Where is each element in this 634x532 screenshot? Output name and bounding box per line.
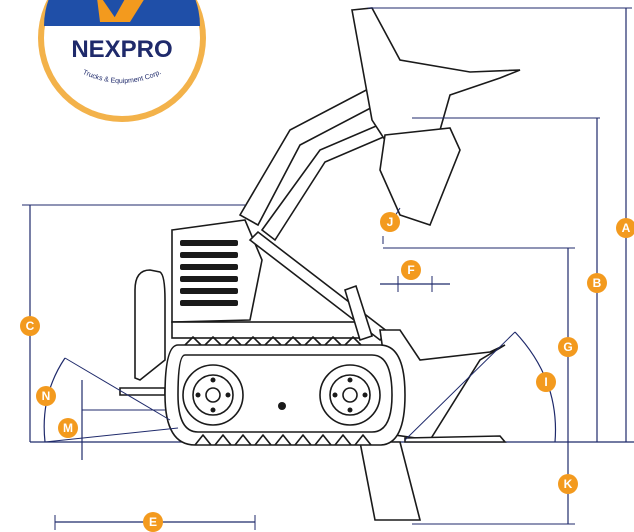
svg-text:K: K — [564, 477, 573, 491]
marker-c: C — [20, 316, 40, 336]
track-inner — [177, 354, 393, 433]
marker-n: N — [36, 386, 56, 406]
track-lugs — [184, 336, 372, 446]
svg-text:F: F — [407, 263, 414, 277]
lowered-bucket — [379, 329, 506, 441]
machine-deck — [171, 321, 363, 339]
skid-steer-machine — [119, 7, 521, 521]
logo-inner — [44, 0, 200, 116]
seat — [134, 269, 166, 381]
marker-b: B — [587, 273, 607, 293]
marker-j: J — [380, 212, 400, 232]
svg-text:E: E — [149, 515, 157, 529]
svg-text:M: M — [63, 421, 73, 435]
marker-e: E — [143, 512, 163, 532]
front-wheel — [319, 364, 381, 426]
marker-g: G — [558, 337, 578, 357]
svg-text:N: N — [42, 389, 51, 403]
engine-housing — [171, 219, 263, 323]
marker-k: K — [558, 474, 578, 494]
marker-m: M — [58, 418, 78, 438]
svg-text:C: C — [26, 319, 35, 333]
raised-bucket-upper — [351, 7, 521, 141]
bucket-lip — [404, 435, 507, 443]
raised-bucket-dumped — [379, 127, 461, 226]
svg-text:I: I — [544, 375, 547, 389]
logo-brand: NEXPRO — [71, 36, 172, 63]
marker-f: F — [401, 260, 421, 280]
logo-n-mark — [97, 0, 144, 22]
track-roller — [278, 402, 286, 410]
marker-i: I — [536, 372, 556, 392]
nexpro-logo: NEXPRO Trucks & Equipment Corp. — [38, 0, 206, 122]
svg-text:G: G — [563, 340, 572, 354]
rear-wheel — [182, 364, 244, 426]
bucket-below-grade — [359, 441, 422, 521]
marker-a: A — [616, 218, 634, 238]
svg-text:J: J — [387, 215, 394, 229]
svg-text:B: B — [593, 276, 602, 290]
svg-text:A: A — [622, 221, 631, 235]
tilt-cylinder — [344, 284, 374, 342]
engine-grille — [180, 240, 238, 306]
